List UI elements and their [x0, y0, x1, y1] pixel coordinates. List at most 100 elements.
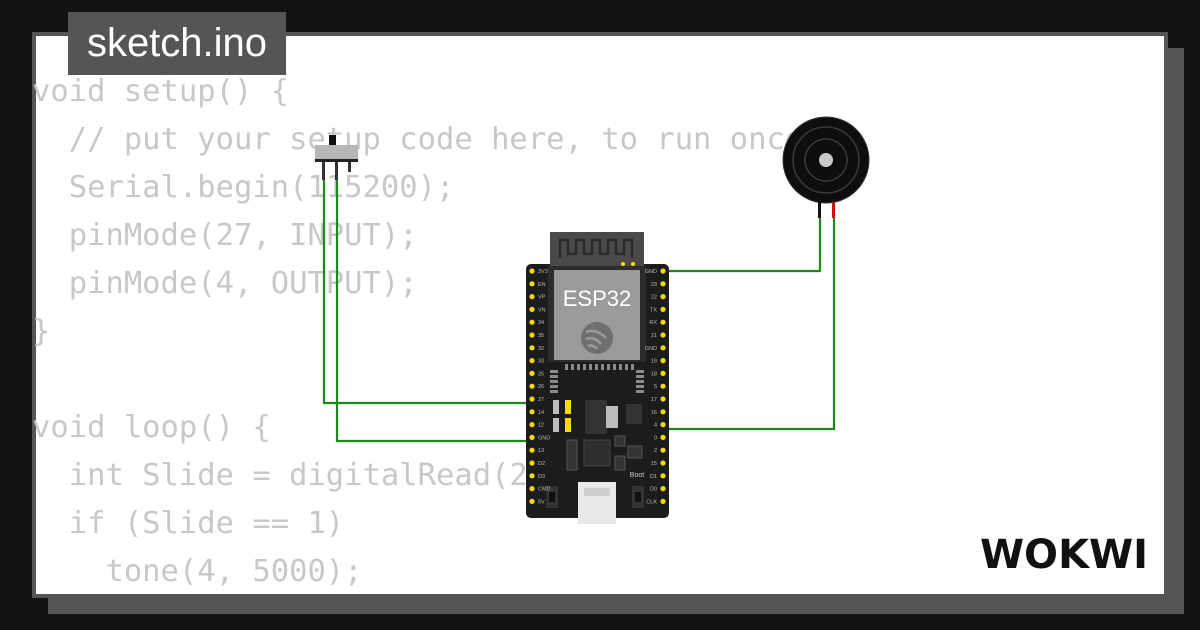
piezo-buzzer[interactable] — [782, 116, 870, 218]
right-pin-label: 15 — [651, 461, 657, 467]
right-pin-17[interactable] — [660, 396, 666, 402]
right-pin-0[interactable] — [660, 434, 666, 440]
right-pin-tx[interactable] — [660, 306, 666, 312]
left-pin-25[interactable] — [529, 370, 535, 376]
left-pin-label: 35 — [538, 333, 544, 339]
right-pin-23[interactable] — [660, 281, 666, 287]
left-pin-label: D3 — [538, 474, 545, 480]
right-pin-2[interactable] — [660, 447, 666, 453]
left-pin-label: VN — [538, 307, 546, 313]
right-pin-rx[interactable] — [660, 319, 666, 325]
right-pin-16[interactable] — [660, 409, 666, 415]
left-pin-label: 14 — [538, 410, 544, 416]
left-pin-35[interactable] — [529, 332, 535, 338]
right-pin-label: 4 — [654, 423, 657, 429]
right-pin-label: 22 — [651, 295, 657, 301]
right-pin-label: 2 — [654, 448, 657, 454]
esp32-module-label: ESP32 — [563, 286, 632, 311]
left-pin-label: 27 — [538, 397, 544, 403]
right-pin-21[interactable] — [660, 332, 666, 338]
left-pin-label: 5V — [538, 499, 545, 505]
right-pin-label: 23 — [651, 282, 657, 288]
left-pin-d2[interactable] — [529, 460, 535, 466]
right-pin-label: TX — [650, 307, 657, 313]
wire-buzzer-to-gnd — [663, 218, 822, 273]
code-line: pinMode(4, OUTPUT); — [32, 266, 418, 301]
right-pin-15[interactable] — [660, 460, 666, 466]
right-pin-label: 19 — [651, 359, 657, 365]
left-pin-label: 25 — [538, 371, 544, 377]
code-line: tone(4, 5000); — [32, 554, 363, 589]
left-pin-label: 32 — [538, 346, 544, 352]
esp32-board[interactable]: ESP32 Boot 3V3ENVPVN343532332526271412GN… — [526, 232, 669, 524]
left-pin-5v[interactable] — [529, 498, 535, 504]
right-pin-gnd[interactable] — [660, 345, 666, 351]
left-pin-3v3[interactable] — [529, 268, 535, 274]
wokwi-logo-text: WOKWI — [980, 532, 1148, 576]
right-pin-label: 17 — [651, 397, 657, 403]
espressif-logo-icon — [581, 322, 613, 354]
wire-switch-to-pin27 — [322, 180, 532, 405]
left-pin-12[interactable] — [529, 422, 535, 428]
right-pin-18[interactable] — [660, 370, 666, 376]
right-pin-label: 0 — [654, 435, 657, 441]
left-pin-label: GND — [538, 435, 550, 441]
left-pin-vp[interactable] — [529, 294, 535, 300]
wokwi-logo: WOKWI — [980, 532, 1148, 576]
left-pin-label: 12 — [538, 423, 544, 429]
left-pin-label: 3V3 — [538, 269, 548, 275]
right-pin-19[interactable] — [660, 358, 666, 364]
code-background: void setup() { // put your setup code he… — [32, 68, 822, 596]
right-pin-label: 21 — [651, 333, 657, 339]
right-pin-label: GND — [645, 346, 657, 352]
code-line: void loop() { — [32, 410, 271, 445]
right-pin-gnd[interactable] — [660, 268, 666, 274]
right-pin-4[interactable] — [660, 422, 666, 428]
right-pin-d1[interactable] — [660, 473, 666, 479]
code-line: // put your setup code here, to run once… — [32, 122, 822, 157]
right-pin-label: D1 — [650, 474, 657, 480]
left-pin-label: D2 — [538, 461, 545, 467]
right-pin-label: D0 — [650, 487, 657, 493]
right-pin-label: 5 — [654, 384, 657, 390]
right-pin-label: CLK — [646, 499, 657, 505]
left-pin-label: EN — [538, 282, 546, 288]
left-pin-cmd[interactable] — [529, 486, 535, 492]
left-pin-34[interactable] — [529, 319, 535, 325]
right-pin-label: 18 — [651, 371, 657, 377]
left-pin-label: VP — [538, 295, 546, 301]
left-pin-vn[interactable] — [529, 306, 535, 312]
left-pin-label: 33 — [538, 359, 544, 365]
right-pin-5[interactable] — [660, 383, 666, 389]
right-pin-22[interactable] — [660, 294, 666, 300]
module-pads — [550, 364, 644, 393]
slide-switch[interactable] — [315, 135, 358, 180]
left-pin-d3[interactable] — [529, 473, 535, 479]
left-pin-en[interactable] — [529, 281, 535, 287]
wire-buzzer-to-pin4 — [663, 218, 836, 431]
left-pin-gnd[interactable] — [529, 434, 535, 440]
code-line: pinMode(27, INPUT); — [32, 218, 418, 253]
code-line: } — [32, 314, 51, 349]
left-pin-33[interactable] — [529, 358, 535, 364]
code-line: if (Slide == 1) — [32, 506, 345, 541]
left-pin-label: 26 — [538, 384, 544, 390]
left-pin-27[interactable] — [529, 396, 535, 402]
left-pin-label: 34 — [538, 320, 544, 326]
code-line: void setup() { — [32, 74, 290, 109]
boot-label: Boot — [630, 472, 644, 479]
right-pin-clk[interactable] — [660, 498, 666, 504]
code-line: Serial.begin(115200); — [32, 170, 455, 205]
left-pin-13[interactable] — [529, 447, 535, 453]
left-pin-label: CMD — [538, 487, 551, 493]
left-pin-32[interactable] — [529, 345, 535, 351]
right-pin-label: 16 — [651, 410, 657, 416]
left-pin-14[interactable] — [529, 409, 535, 415]
left-pin-label: 13 — [538, 448, 544, 454]
wire-switch-to-gnd — [335, 180, 532, 443]
left-pin-26[interactable] — [529, 383, 535, 389]
right-pin-d0[interactable] — [660, 486, 666, 492]
file-tab[interactable]: sketch.ino — [68, 12, 286, 75]
